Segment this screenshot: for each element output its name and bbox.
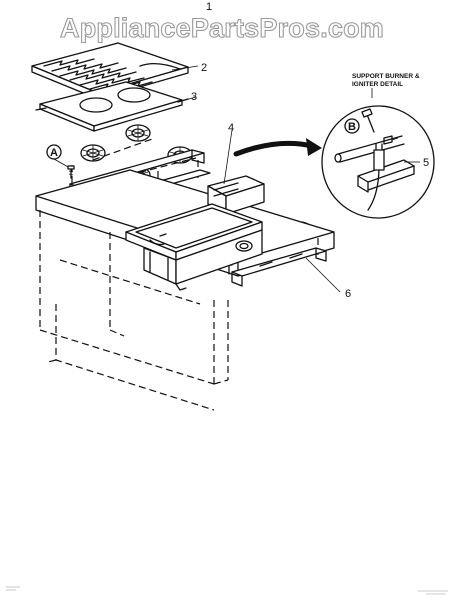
callout-1: 1: [206, 1, 212, 13]
callout-6: 6: [345, 288, 351, 300]
detail-circle: SUPPORT BURNER & IGNITER DETAIL B: [321, 73, 435, 219]
detail-arrow: [233, 138, 322, 157]
callout-3: 3: [191, 91, 197, 103]
cabinet-outline: [35, 169, 335, 411]
grill-grate: [31, 42, 189, 100]
footer-mark-right: [418, 590, 448, 595]
callout-5: 5: [423, 157, 429, 169]
detail-title-1: SUPPORT BURNER &: [352, 73, 420, 80]
burner-support-right: [231, 247, 327, 287]
burner-tray: [35, 81, 189, 132]
detail-title-2: IGNITER DETAIL: [352, 81, 403, 88]
griddle: [125, 175, 265, 291]
footer-mark-left: [6, 586, 20, 591]
callout-b: B: [348, 121, 356, 133]
callout-b-circle: [344, 118, 360, 134]
watermark-text: AppliancePartsPros.com: [60, 13, 384, 43]
callout-4: 4: [228, 122, 234, 134]
callout-2: 2: [201, 62, 207, 74]
callout-a: A: [50, 147, 58, 159]
screw-a: [67, 165, 75, 179]
